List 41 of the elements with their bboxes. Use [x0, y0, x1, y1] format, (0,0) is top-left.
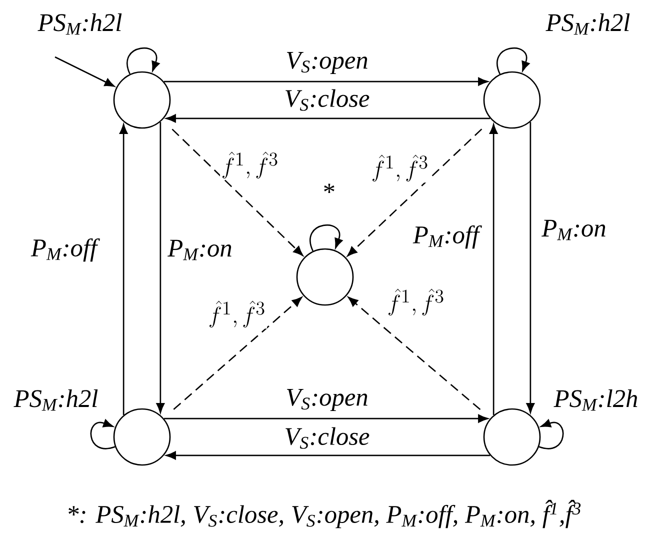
- arrow: [172, 128, 304, 256]
- caption: *: PS$_{M}$:h2l, V$_{S}$:close, V$_{S}$:open, P$_{M}$:off, P$_{M}$:on, f̂$^{1}$,f̂$^{3}$: [68, 500, 581, 528]
- state-circle: [483, 71, 541, 129]
- edge-label: PS$_{M}$:h2l: [544, 12, 632, 36]
- edge-label: V$_{S}$:close: [282, 426, 372, 450]
- edge-label: PS$_{M}$:l2h: [552, 388, 640, 412]
- arrow: [164, 77, 488, 86]
- edge-label: V$_{S}$:open: [284, 388, 370, 412]
- arrow: [126, 48, 160, 74]
- arrow: [164, 414, 488, 423]
- arrow: [310, 224, 343, 252]
- arrow: [173, 296, 302, 410]
- state-circle: [113, 71, 171, 129]
- edge-label: V$_{S}$:close: [282, 88, 372, 112]
- arrow: [54, 56, 115, 87]
- edge-label: V$_{S}$:open: [284, 50, 370, 76]
- arrow: [119, 124, 128, 416]
- edge-label: *: [320, 182, 336, 202]
- state-circle: [113, 408, 171, 466]
- edge-label: $\hat{f}^1,\hat{f}^3$: [206, 299, 268, 329]
- state-circle: [483, 408, 541, 466]
- edge-label: $\hat{f}^1,\hat{f}^3$: [370, 153, 430, 183]
- arrow: [496, 48, 530, 74]
- arrow: [526, 122, 535, 414]
- arrow: [156, 122, 165, 414]
- edge-label: PS$_{M}$:h2l: [12, 388, 100, 412]
- edge-label: PS$_{M}$:h2l: [36, 12, 124, 36]
- arrow: [166, 451, 490, 460]
- state-circle: [296, 248, 354, 306]
- edge-label: $\hat{f}^1,\hat{f}^3$: [386, 287, 446, 317]
- edge-label: P$_{M}$:off: [30, 237, 100, 263]
- arrow: [489, 124, 498, 416]
- arrow: [90, 419, 116, 450]
- edge-label: $\hat{f}^1,\hat{f}^3$: [220, 150, 280, 180]
- arrow: [538, 419, 564, 450]
- edge-label: P$_{M}$:off: [412, 224, 482, 250]
- edge-label: P$_{M}$:on: [540, 218, 608, 242]
- arrow: [347, 128, 482, 256]
- arrow: [348, 296, 481, 410]
- arrow: [166, 114, 490, 123]
- edge-label: P$_{M}$:on: [166, 238, 234, 262]
